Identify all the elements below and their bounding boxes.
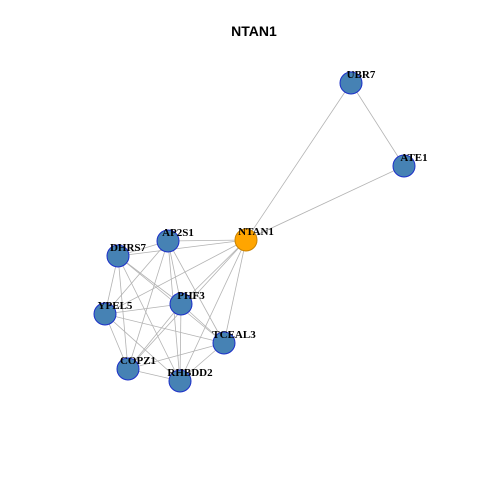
- node-ypel5: [93, 302, 117, 326]
- node-tceal3: [212, 331, 236, 355]
- node-label-ap2s1: AP2S1: [162, 227, 194, 239]
- node-ubr7: [339, 71, 363, 95]
- edge-phf3-copz1: [127, 303, 182, 370]
- edge-ubr7-ate1: [350, 82, 405, 167]
- edge-ate1-ntan1: [245, 165, 405, 241]
- node-label-copz1: COPZ1: [120, 355, 156, 367]
- node-label-tceal3: TCEAL3: [212, 329, 256, 341]
- node-phf3: [169, 292, 193, 316]
- edge-ntan1-rhbdd2: [179, 239, 247, 382]
- edge-tceal3-copz1: [127, 342, 225, 370]
- edge-ubr7-ntan1: [245, 82, 352, 241]
- edge-phf3-ypel5: [104, 303, 182, 315]
- node-label-ate1: ATE1: [400, 152, 427, 164]
- edge-ypel5-rhbdd2: [104, 313, 181, 382]
- node-label-ypel5: YPEL5: [98, 300, 133, 312]
- edge-ap2s1-copz1: [127, 240, 169, 370]
- edge-ntan1-ap2s1: [167, 239, 247, 242]
- edge-ap2s1-ypel5: [104, 240, 169, 315]
- node-rhbdd2: [168, 369, 192, 393]
- node-label-rhbdd2: RHBDD2: [167, 367, 213, 379]
- node-label-ntan1: NTAN1: [238, 226, 274, 238]
- edge-ap2s1-tceal3: [167, 240, 225, 344]
- edge-dhrs7-copz1: [117, 255, 129, 370]
- nodes-layer: [93, 71, 416, 393]
- node-label-phf3: PHF3: [177, 290, 205, 302]
- node-ap2s1: [156, 229, 180, 253]
- node-ate1: [392, 154, 416, 178]
- edge-dhrs7-rhbdd2: [117, 255, 181, 382]
- node-label-ubr7: UBR7: [347, 69, 376, 81]
- edge-ypel5-tceal3: [104, 313, 225, 344]
- graph-title: NTAN1: [231, 23, 277, 39]
- edge-ntan1-dhrs7: [117, 239, 247, 257]
- edge-phf3-rhbdd2: [179, 303, 182, 382]
- node-dhrs7: [106, 244, 130, 268]
- edge-ntan1-tceal3: [223, 239, 247, 344]
- edge-ntan1-phf3: [180, 239, 247, 305]
- edge-dhrs7-phf3: [117, 255, 182, 305]
- node-copz1: [116, 357, 140, 381]
- node-label-dhrs7: DHRS7: [110, 242, 147, 254]
- node-ntan1: [234, 228, 258, 252]
